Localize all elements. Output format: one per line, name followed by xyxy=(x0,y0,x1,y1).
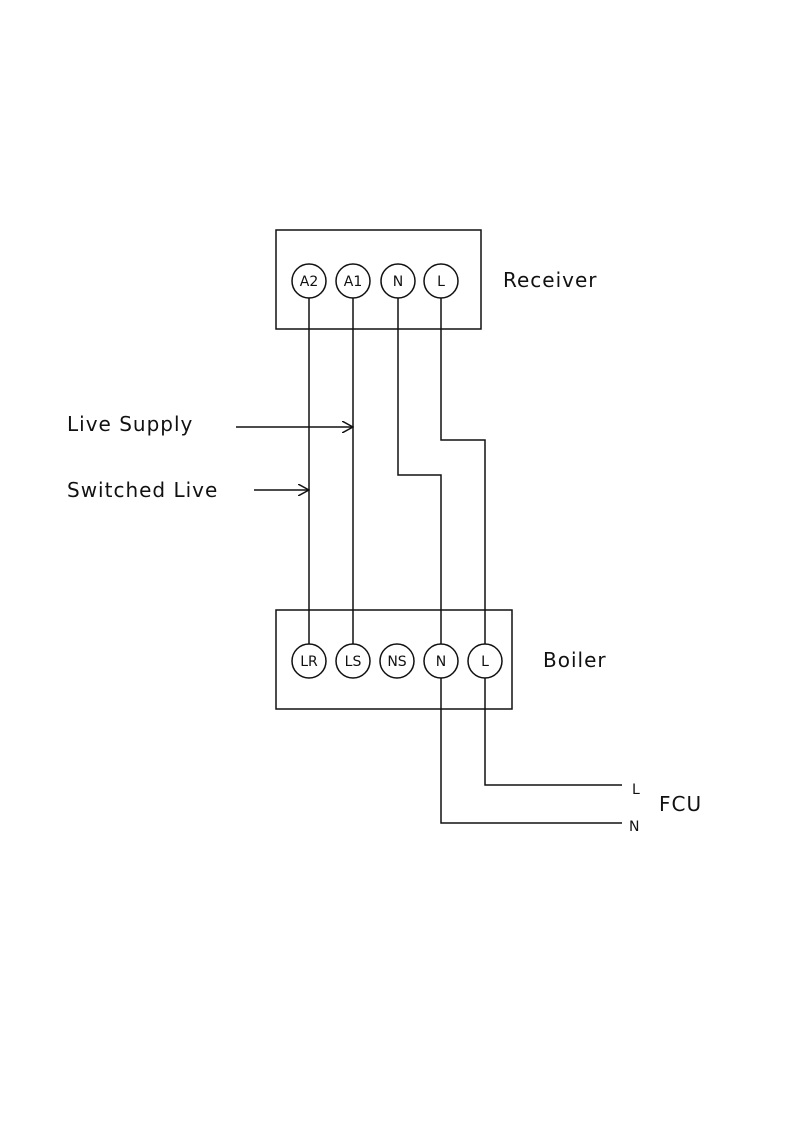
wire-boiler-l-fcu xyxy=(484,678,622,786)
boiler-label: Boiler xyxy=(543,648,607,672)
receiver-terminal-a2: A2 xyxy=(291,263,327,299)
boiler-terminal-ls: LS xyxy=(335,643,371,679)
switched-live-label: Switched Live xyxy=(67,478,218,502)
receiver-terminal-l: L xyxy=(423,263,459,299)
svg-text:NS: NS xyxy=(387,654,406,670)
receiver-terminal-n: N xyxy=(380,263,416,299)
receiver-label: Receiver xyxy=(503,268,598,292)
boiler-terminal-ns: NS xyxy=(379,643,415,679)
svg-text:LS: LS xyxy=(345,654,362,670)
fcu-n-label: N xyxy=(629,819,639,835)
boiler-terminal-n: N xyxy=(423,643,459,679)
svg-text:N: N xyxy=(436,654,446,670)
svg-text:L: L xyxy=(437,274,445,290)
fcu-l-label: L xyxy=(632,782,640,798)
receiver-box xyxy=(275,229,482,330)
svg-text:N: N xyxy=(393,274,403,290)
svg-text:L: L xyxy=(481,654,489,670)
wire-n-n xyxy=(397,298,442,644)
fcu-label: FCU xyxy=(659,792,702,816)
live-supply-label: Live Supply xyxy=(67,412,193,436)
svg-text:A2: A2 xyxy=(300,274,318,290)
wire-l-l xyxy=(440,298,486,644)
boiler-terminal-lr: LR xyxy=(291,643,327,679)
svg-text:LR: LR xyxy=(300,654,318,670)
boiler-terminal-l: L xyxy=(467,643,503,679)
boiler-box xyxy=(275,609,513,710)
svg-text:A1: A1 xyxy=(344,274,362,290)
receiver-terminal-a1: A1 xyxy=(335,263,371,299)
wire-boiler-n-fcu xyxy=(440,678,622,824)
